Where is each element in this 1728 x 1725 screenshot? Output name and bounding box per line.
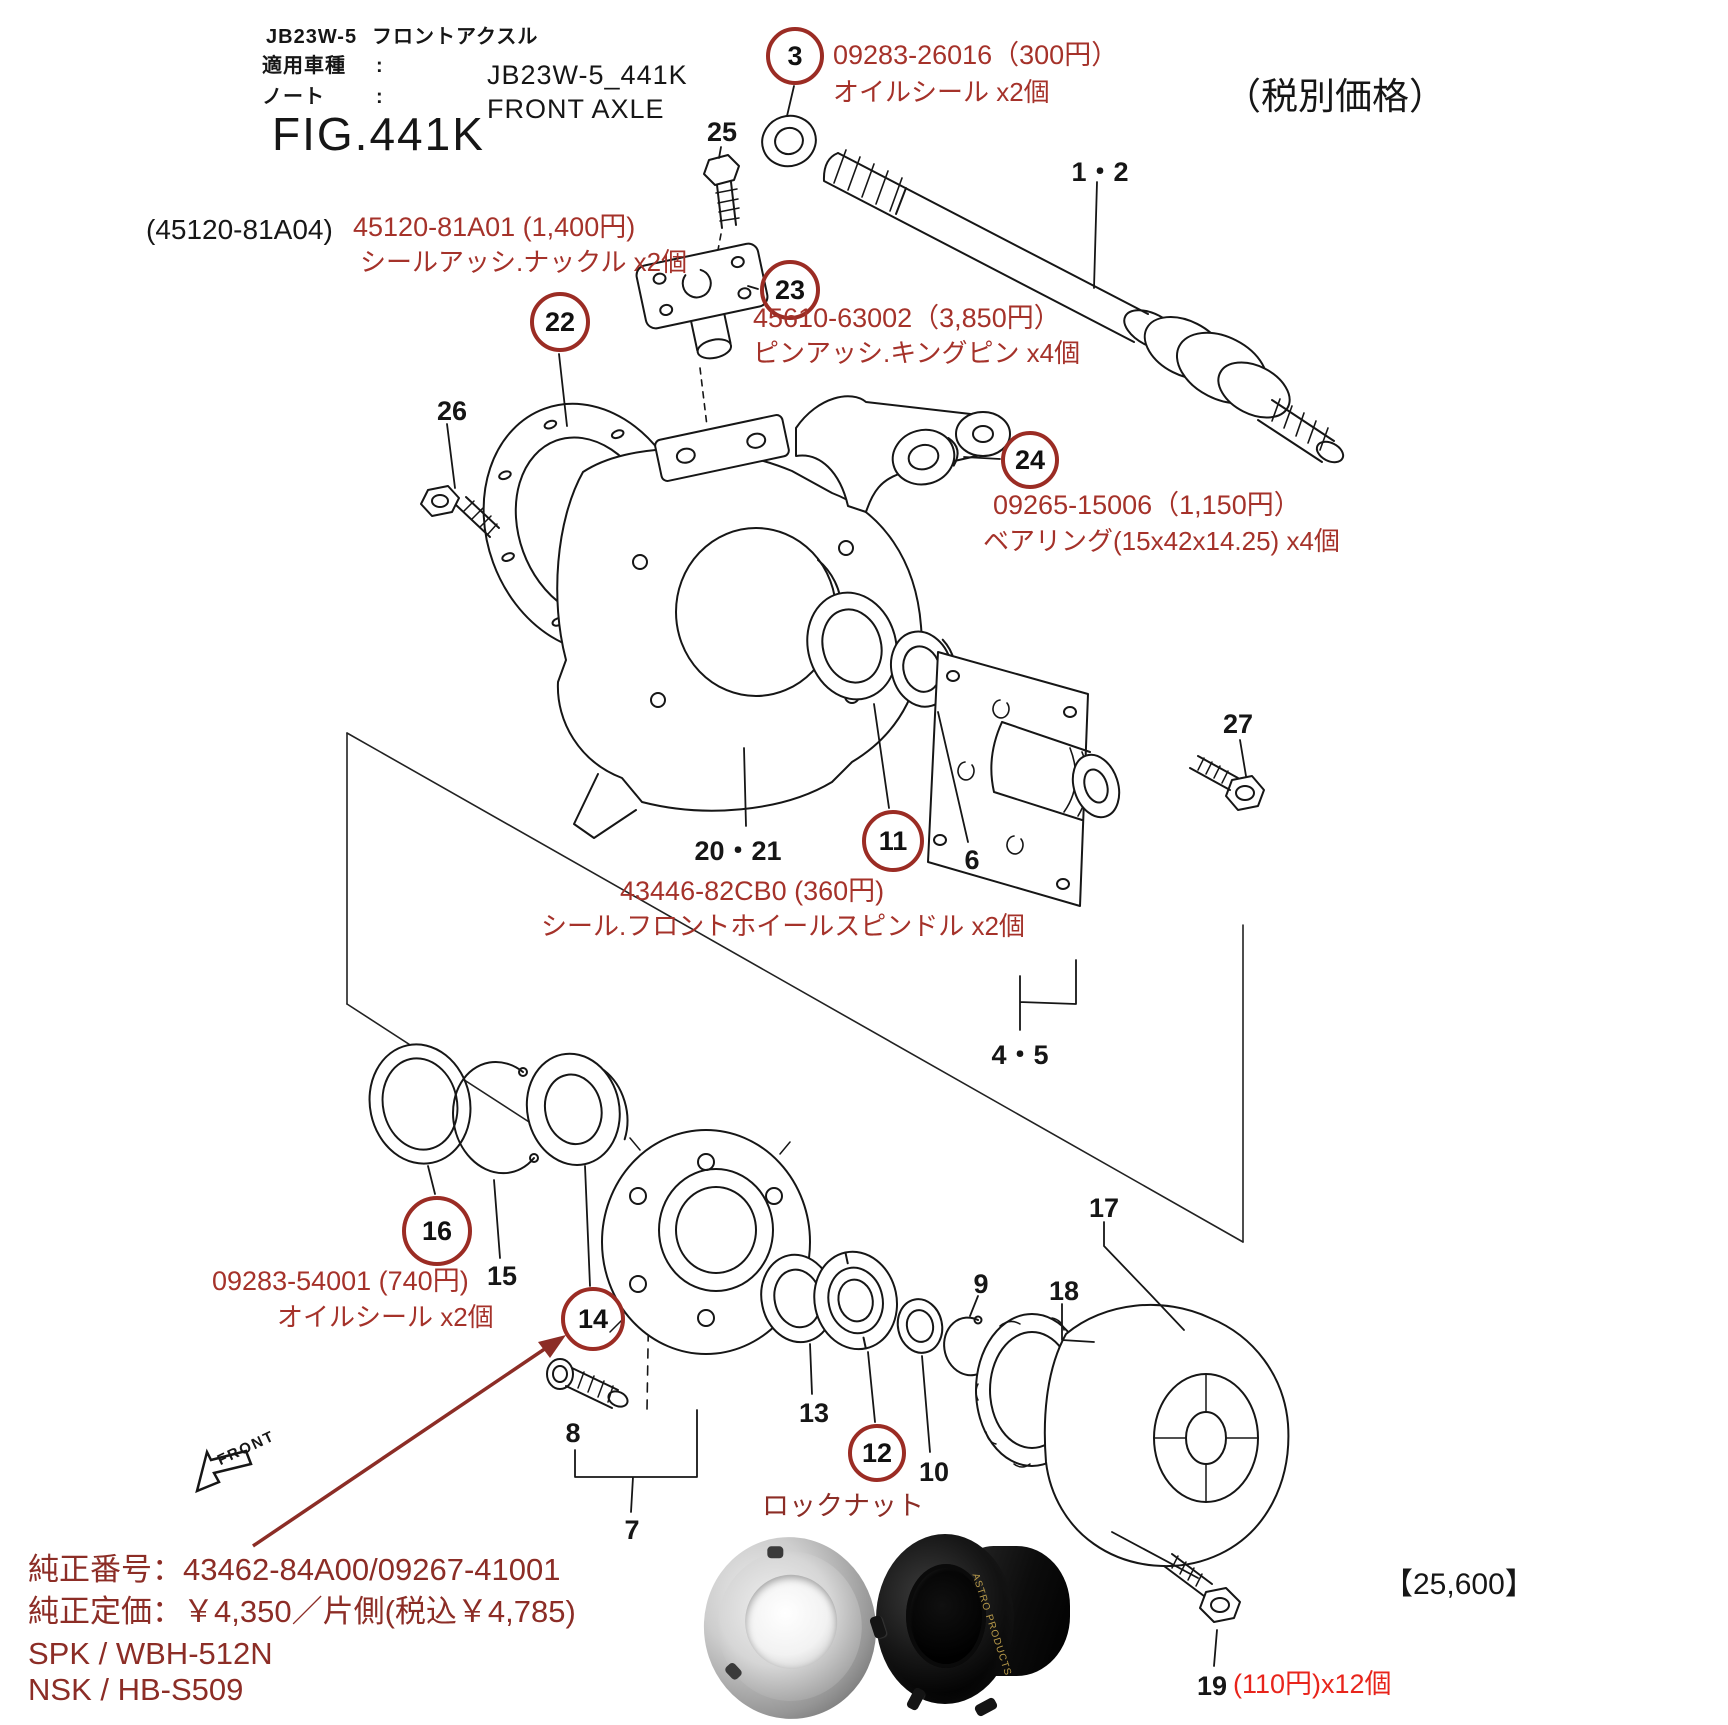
note-label: ノート <box>262 86 325 108</box>
page-title: FRONT AXLE <box>487 94 665 124</box>
alternate-part-number: (45120-81A04) <box>146 214 333 245</box>
part-11-number-price: 43446-82CB0 (360円) <box>620 876 885 906</box>
locknut-nsk-ref: NSK / HB-S509 <box>28 1672 244 1707</box>
part-label-8: 8 <box>565 1418 581 1448</box>
part-22-description: シールアッシ.ナックル x2個 <box>360 247 688 277</box>
locknut-pointer-arrow <box>252 1335 566 1548</box>
part-label-19: 19 <box>1196 1671 1228 1701</box>
total-price: 【25,600】 <box>1383 1568 1535 1601</box>
tool-drive-pin <box>973 1696 999 1718</box>
part-label-17: 17 <box>1088 1193 1120 1223</box>
part-label-4-5: 4・5 <box>991 1040 1049 1070</box>
locknut-oem-number: 純正番号：43462-84A00/09267-41001 <box>28 1552 561 1587</box>
locknut-photo-ring <box>692 1525 888 1725</box>
figure-number: FIG.441K <box>272 108 485 160</box>
locknut-notch-top <box>767 1546 784 1559</box>
part-23-description: ピンアッシ.キングピン x4個 <box>753 338 1081 368</box>
part-11-description: シール.フロントホイールスピンドル x2個 <box>541 911 1025 941</box>
part-label-18: 18 <box>1048 1276 1080 1306</box>
applicable-vehicle-colon: : <box>376 55 384 77</box>
part-label-15: 15 <box>486 1261 518 1291</box>
callout-circle-3: 3 <box>766 27 824 85</box>
locknut-spk-ref: SPK / WBH-512N <box>28 1636 273 1671</box>
part-label-27: 27 <box>1222 709 1254 739</box>
callout-circle-23: 23 <box>760 260 820 320</box>
part-label-9: 9 <box>973 1269 989 1299</box>
part-23-number-price: 45610-63002（3,850円） <box>753 303 1061 333</box>
diagram-name: フロントアクスル <box>372 26 539 48</box>
part-label-25: 25 <box>706 117 738 147</box>
part-22-number-price: 45120-81A01 (1,400円) <box>353 212 636 242</box>
part-19-price: (110円)x12個 <box>1233 1669 1392 1699</box>
part-label-13: 13 <box>798 1398 830 1428</box>
part-label-20-21: 20・21 <box>694 836 782 866</box>
part-label-26: 26 <box>436 396 468 426</box>
part-3-number-price: 09283-26016（300円） <box>833 40 1119 70</box>
callout-circle-24: 24 <box>1001 431 1059 489</box>
part-3-description: オイルシール x2個 <box>833 77 1050 107</box>
part-16-number-price: 09283-54001 (740円) <box>212 1266 469 1296</box>
callout-circle-16: 16 <box>402 1196 472 1266</box>
note-colon: : <box>376 86 384 108</box>
callout-circle-11: 11 <box>862 810 924 872</box>
front-direction-arrow <box>195 1448 253 1494</box>
part-24-number-price: 09265-15006（1,150円） <box>993 490 1301 520</box>
part-label-1-2: 1・2 <box>1071 157 1129 187</box>
locknut-label: ロックナット <box>762 1491 924 1521</box>
part-label-6: 6 <box>964 845 980 875</box>
part-label-7: 7 <box>624 1515 640 1545</box>
product-photo-locknut <box>692 1525 888 1725</box>
product-photo-socket-tool: ASTRO PRODUCTS <box>868 1520 1076 1725</box>
model-code: JB23W-5 <box>266 26 358 48</box>
file-code: JB23W-5_441K <box>487 60 688 90</box>
callout-circle-22: 22 <box>530 292 590 352</box>
applicable-vehicle-label: 適用車種 <box>262 55 346 77</box>
locknut-oem-price: 純正定価：￥4,350／片側(税込￥4,785) <box>28 1594 576 1629</box>
callout-circle-12: 12 <box>848 1424 906 1482</box>
part-24-description: ベアリング(15x42x14.25) x4個 <box>983 526 1340 556</box>
part-label-10: 10 <box>918 1457 950 1487</box>
part-16-description: オイルシール x2個 <box>277 1302 494 1332</box>
callout-circle-14: 14 <box>561 1287 625 1351</box>
tax-note: （税別価格） <box>1224 76 1446 117</box>
